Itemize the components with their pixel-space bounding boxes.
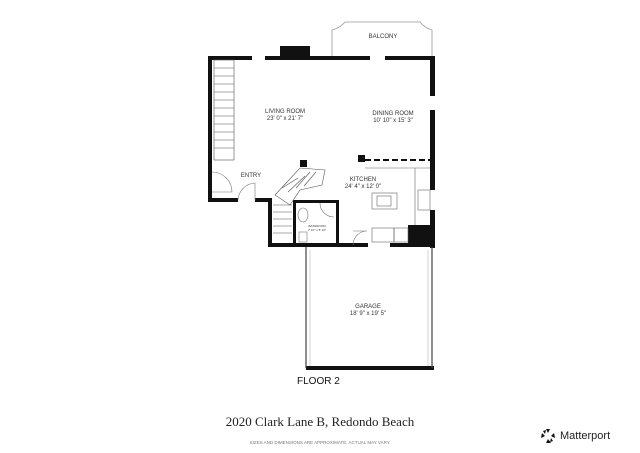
dining-room-name: DINING ROOM [372, 111, 414, 117]
floor-label: FLOOR 2 [297, 376, 340, 387]
living-room-name: LIVING ROOM [264, 109, 306, 115]
dining-room-dims: 10' 10" x 15' 3" [373, 118, 413, 124]
bathroom-name: BATHROOM [308, 224, 326, 228]
garage-name: GARAGE [355, 304, 381, 310]
balcony-outline [331, 21, 433, 57]
brand-logo: Matterport [540, 428, 610, 444]
matterport-logo-icon [541, 429, 555, 443]
garage-dims: 18' 9" x 19' 5" [349, 311, 387, 317]
balcony-name: BALCONY [368, 34, 398, 40]
doors [211, 171, 368, 246]
stairs [213, 59, 326, 234]
living-room-dims: 23' 0" x 21' 7" [266, 116, 304, 122]
brand-name: Matterport [560, 430, 611, 442]
kitchen-name: KITCHEN [349, 177, 377, 183]
address-title: 2020 Clark Lane B, Redondo Beach [225, 414, 415, 429]
bathroom-dims: 7' 10" x 5' 10" [307, 228, 327, 232]
entry-label: ENTRY [240, 173, 262, 179]
kitchen-dims: 24' 4" x 12' 0" [344, 184, 382, 190]
walls [208, 46, 435, 370]
kitchen-fixtures [365, 159, 431, 243]
garage-walls [305, 247, 433, 368]
disclaimer: SIZES AND DIMENSIONS ARE APPROXIMATE, AC… [249, 440, 391, 445]
